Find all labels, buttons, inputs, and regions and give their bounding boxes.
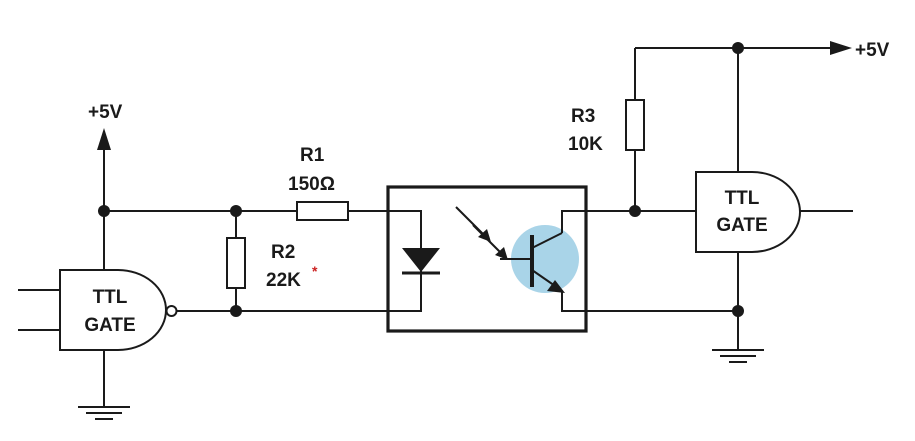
ground-left-icon — [78, 406, 130, 420]
junction-vcc-left — [98, 205, 110, 217]
junction-r2-bottom — [230, 305, 242, 317]
resistor-r2: R2 22K * — [226, 211, 318, 311]
vcc-right-supply: +5V — [635, 40, 890, 172]
gate-left-label-line1: TTL — [93, 287, 128, 308]
resistor-r1: R1 150Ω — [288, 145, 349, 221]
ground-right-icon — [712, 349, 764, 363]
r3-name-label: R3 — [571, 106, 595, 127]
optocoupler-package — [386, 185, 588, 333]
vcc-right-label: +5V — [855, 40, 890, 61]
gate-left-label-line2: GATE — [84, 315, 135, 336]
vcc-left-label: +5V — [88, 102, 123, 123]
r1-value-label: 150Ω — [288, 174, 335, 195]
gate-left-inversion-bubble — [165, 305, 178, 317]
r1-name-label: R1 — [300, 145, 325, 166]
phototransistor-icon — [500, 210, 586, 312]
light-emission-arrows-icon — [455, 206, 508, 260]
gate-right-label-line1: TTL — [725, 188, 760, 209]
r2-name-label: R2 — [271, 242, 295, 263]
led-icon — [388, 210, 440, 312]
optocoupler — [386, 185, 588, 333]
ttl-gate-right: TTL GATE — [695, 171, 853, 363]
r2-value-label: 22K — [266, 270, 301, 291]
vcc-left-supply: +5V — [88, 102, 123, 270]
r2-marker-asterisk: * — [312, 263, 318, 279]
ttl-gate-left: TTL GATE — [18, 269, 178, 420]
resistor-r3: R3 10K — [568, 48, 645, 211]
gate-right-label-line2: GATE — [716, 215, 767, 236]
r3-value-label: 10K — [568, 134, 603, 155]
